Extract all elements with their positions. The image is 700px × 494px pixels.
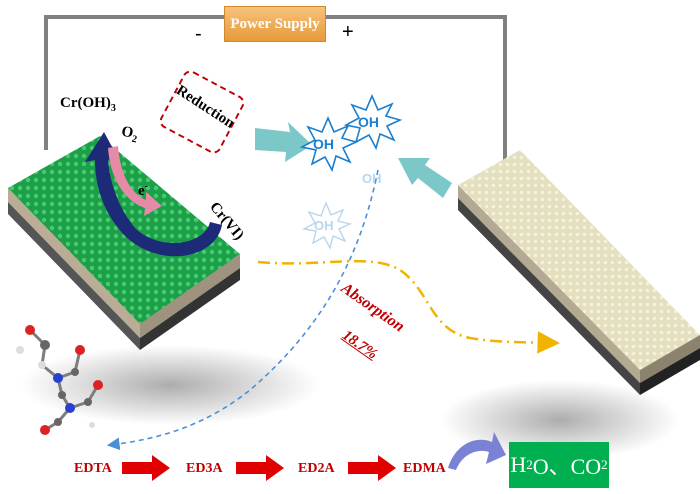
final-arrow <box>448 432 506 470</box>
degradation-arrows <box>122 455 396 481</box>
final-co2-sub: 2 <box>601 457 608 472</box>
oh-radical-2: OH <box>358 114 379 130</box>
step-arrow-2 <box>236 455 284 481</box>
anode-shadow <box>440 380 680 460</box>
step-ed3a: ED3A <box>186 461 223 476</box>
step-arrow-1 <box>122 455 170 481</box>
circuit-wire <box>44 15 507 162</box>
step-edma: EDMA <box>403 461 446 476</box>
anode-electrode <box>458 150 700 395</box>
teal-arrow-left <box>255 122 312 162</box>
oh-radical-4: OH <box>314 218 334 233</box>
oh-radical-1: OH <box>313 136 334 152</box>
oh-burst-1 <box>299 115 359 173</box>
final-h: H <box>510 452 527 477</box>
oh-burst-2 <box>343 93 403 151</box>
step-arrow-3 <box>348 455 396 481</box>
step-edta: EDTA <box>74 461 112 476</box>
final-o-co: O、CO <box>532 454 602 479</box>
final-h2-sub: 2 <box>526 457 533 472</box>
negative-terminal: - <box>195 23 202 45</box>
electron-arrow <box>108 146 162 216</box>
oh-radical-3: OH <box>362 171 382 186</box>
edta-molecule <box>16 325 103 435</box>
oh-burst-3 <box>301 201 353 250</box>
dashed-blue-path <box>106 169 379 451</box>
power-supply-label: Power Supply <box>224 6 326 42</box>
electron-label: e- <box>138 181 149 199</box>
step-ed2a: ED2A <box>298 461 335 476</box>
cathode-shadow <box>20 345 320 425</box>
cr-oh3-label: Cr(OH)3 <box>60 95 116 114</box>
absorption-path <box>257 259 560 354</box>
reduction-curve-arrow <box>85 132 222 257</box>
positive-terminal: + <box>342 21 354 43</box>
teal-arrow-right <box>398 158 452 198</box>
